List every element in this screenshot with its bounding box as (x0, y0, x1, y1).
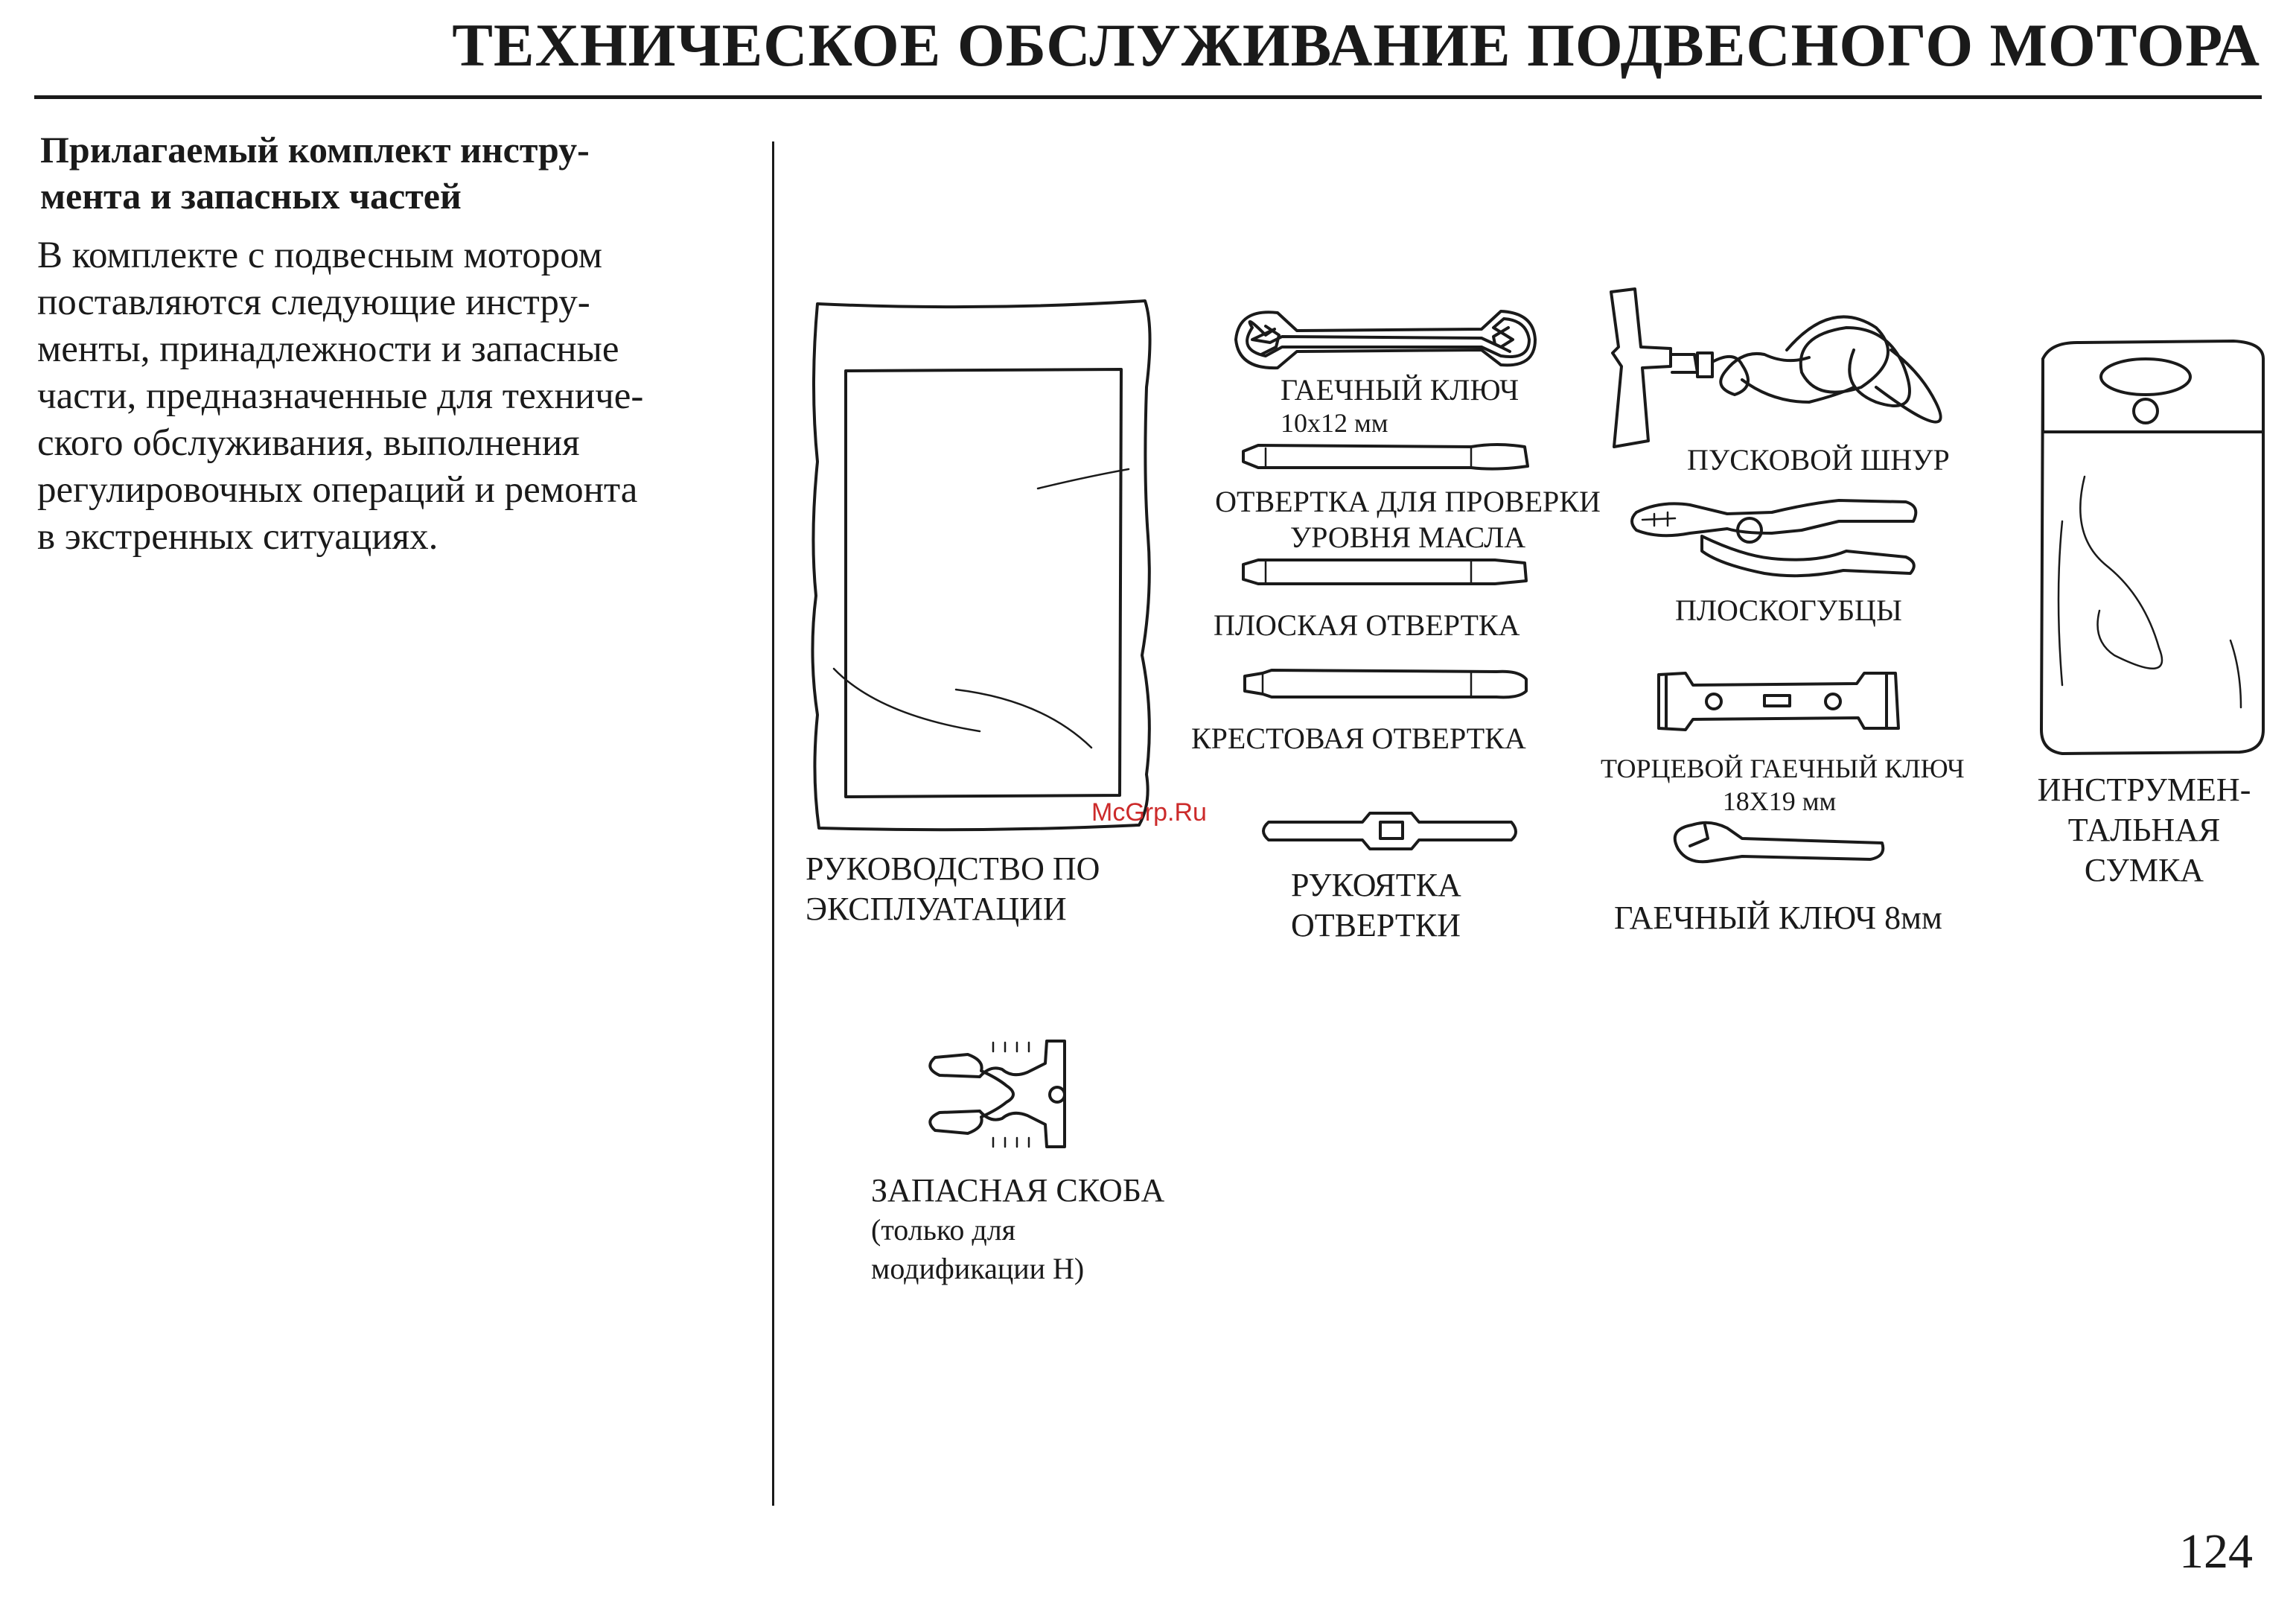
tool-bag-line: ТАЛЬНАЯ (2067, 812, 2221, 848)
spare-clip-note: (только для (871, 1213, 1016, 1247)
watermark: McGrp.Ru (1091, 798, 1207, 827)
wrench-8mm-label: ГАЕЧНЫЙ КЛЮЧ 8мм (1614, 900, 1942, 936)
section-title-line: Прилагаемый комплект инстру- (40, 129, 590, 171)
flat-screwdriver-label: ПЛОСКАЯ ОТВЕРТКА (1214, 608, 1520, 642)
body-line: менты, принадлежности и запасные (37, 328, 619, 370)
socket-wrench-size: 18X19 мм (1722, 786, 1837, 816)
socket-wrench-name: ТОРЦЕВОЙ ГАЕЧНЫЙ КЛЮЧ (1601, 754, 1965, 783)
wrench-10x12-size: 10x12 мм (1281, 408, 1388, 438)
spare-clip-label: ЗАПАСНАЯ СКОБА (только для модификации H… (871, 1171, 1164, 1288)
manual-label: РУКОВОДСТВО ПО ЭКСПЛУАТАЦИИ (806, 849, 1100, 929)
spare-clip-note: модификации H) (871, 1252, 1085, 1285)
socket-wrench-icon (1657, 672, 1900, 731)
body-line: ского обслуживания, выполнения (37, 422, 580, 464)
small-wrench-icon (1673, 821, 1885, 864)
screwdriver-handle-line: ОТВЕРТКИ (1291, 907, 1461, 943)
spare-clip-title: ЗАПАСНАЯ СКОБА (871, 1172, 1165, 1209)
body-line: В комплекте с подвесным мотором (37, 235, 602, 276)
section-title-line: мента и запасных частей (40, 175, 462, 217)
header-rule (34, 95, 2262, 99)
manual-label-line: РУКОВОДСТВО ПО (806, 850, 1100, 887)
flat-screwdriver-bit-icon (1242, 558, 1528, 585)
oil-check-screwdriver-line: ОТВЕРТКА ДЛЯ ПРОВЕРКИ (1215, 485, 1601, 518)
phillips-screwdriver-bit-icon (1243, 669, 1528, 699)
screwdriver-handle-line: РУКОЯТКА (1291, 867, 1461, 903)
pliers-icon (1630, 499, 1918, 578)
spare-clip-icon (928, 1040, 1066, 1148)
starter-rope-icon (1610, 287, 1942, 448)
oil-check-screwdriver-label: ОТВЕРТКА ДЛЯ ПРОВЕРКИ УРОВНЯ МАСЛА (1211, 484, 1605, 556)
manual-label-line: ЭКСПЛУАТАЦИИ (806, 891, 1067, 927)
body-line: части, предназначенные для техниче- (37, 375, 644, 417)
tool-bag-icon (2040, 340, 2265, 755)
screwdriver-handle-icon (1262, 812, 1517, 850)
phillips-screwdriver-label: КРЕСТОВАЯ ОТВЕРТКА (1191, 722, 1526, 755)
body-line: регулировочных операций и ремонта (37, 469, 638, 511)
wrench-10x12-label: ГАЕЧНЫЙ КЛЮЧ 10x12 мм (1281, 372, 1519, 438)
column-divider (772, 141, 774, 1506)
body-line: поставляются следующие инстру- (37, 281, 590, 323)
oil-check-screwdriver-line: УРОВНЯ МАСЛА (1289, 521, 1526, 554)
body-line: в экстренных ситуациях. (37, 516, 439, 558)
tool-bag-line: ИНСТРУМЕН- (2037, 771, 2251, 808)
section-title: Прилагаемый комплект инстру- мента и зап… (40, 127, 733, 219)
manual-booklet-icon (811, 299, 1152, 832)
socket-wrench-label: ТОРЦЕВОЙ ГАЕЧНЫЙ КЛЮЧ 18X19 мм (1601, 752, 1965, 818)
screwdriver-handle-label: РУКОЯТКА ОТВЕРТКИ (1291, 865, 1461, 946)
page-title: ТЕХНИЧЕСКОЕ ОБСЛУЖИВАНИЕ ПОДВЕСНОГО МОТО… (452, 11, 2260, 79)
tool-bag-label: ИНСТРУМЕН- ТАЛЬНАЯ СУМКА (2003, 770, 2286, 891)
starter-rope-label: ПУСКОВОЙ ШНУР (1687, 443, 1950, 477)
page-number: 124 (2179, 1524, 2253, 1579)
screwdriver-bit-icon (1242, 443, 1529, 471)
tool-bag-line: СУМКА (2084, 852, 2204, 888)
pliers-label: ПЛОСКОГУБЦЫ (1675, 593, 1902, 627)
section-body: В комплекте с подвесным мотором поставля… (37, 232, 752, 561)
open-end-wrench-icon (1234, 310, 1537, 370)
wrench-10x12-name: ГАЕЧНЫЙ КЛЮЧ (1281, 373, 1519, 407)
